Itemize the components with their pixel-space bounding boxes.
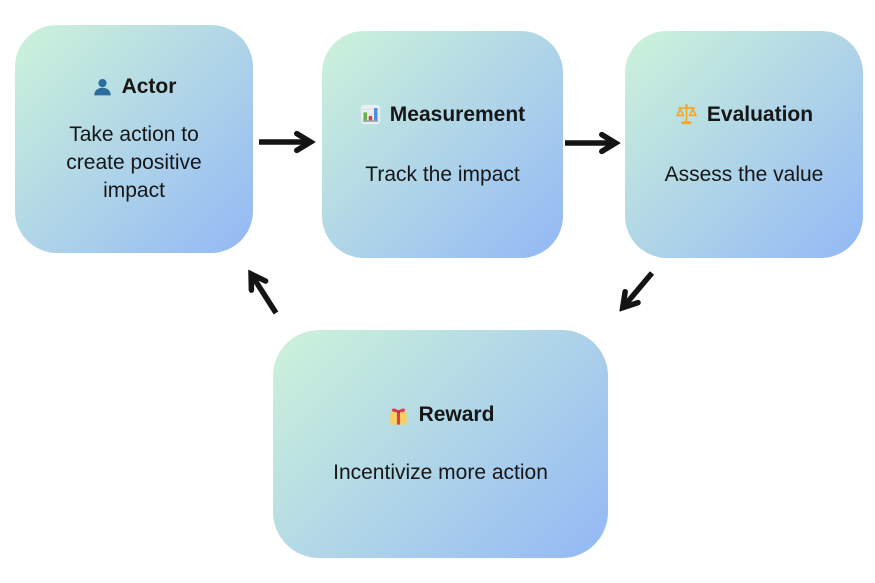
node-actor: Actor Take action to create positive imp…	[15, 25, 253, 253]
arrow-reward-to-actor	[253, 277, 279, 315]
node-actor-title-row: Actor	[92, 73, 177, 101]
gift-icon	[387, 404, 410, 427]
node-reward-body: Incentivize more action	[333, 461, 548, 484]
node-evaluation: Evaluation Assess the value	[625, 31, 863, 258]
node-actor-body: Take action to create positive impact	[66, 123, 202, 202]
node-measurement: Measurement Track the impact	[322, 31, 563, 258]
node-actor-title: Actor	[121, 75, 177, 98]
node-reward-title: Reward	[418, 403, 495, 426]
node-reward-title-row: Reward	[387, 401, 495, 429]
node-reward: Reward Incentivize more action	[273, 330, 608, 558]
bar-chart-icon	[360, 104, 381, 125]
node-evaluation-title: Evaluation	[706, 102, 814, 126]
node-measurement-title-row: Measurement	[360, 101, 525, 129]
node-evaluation-body: Assess the value	[664, 162, 824, 186]
scales-icon	[675, 103, 698, 126]
node-evaluation-title-row: Evaluation	[675, 101, 813, 129]
node-measurement-title: Measurement	[389, 102, 526, 126]
arrow-evaluation-to-reward	[625, 271, 655, 305]
person-icon	[92, 77, 113, 98]
node-measurement-body: Track the impact	[365, 162, 520, 186]
